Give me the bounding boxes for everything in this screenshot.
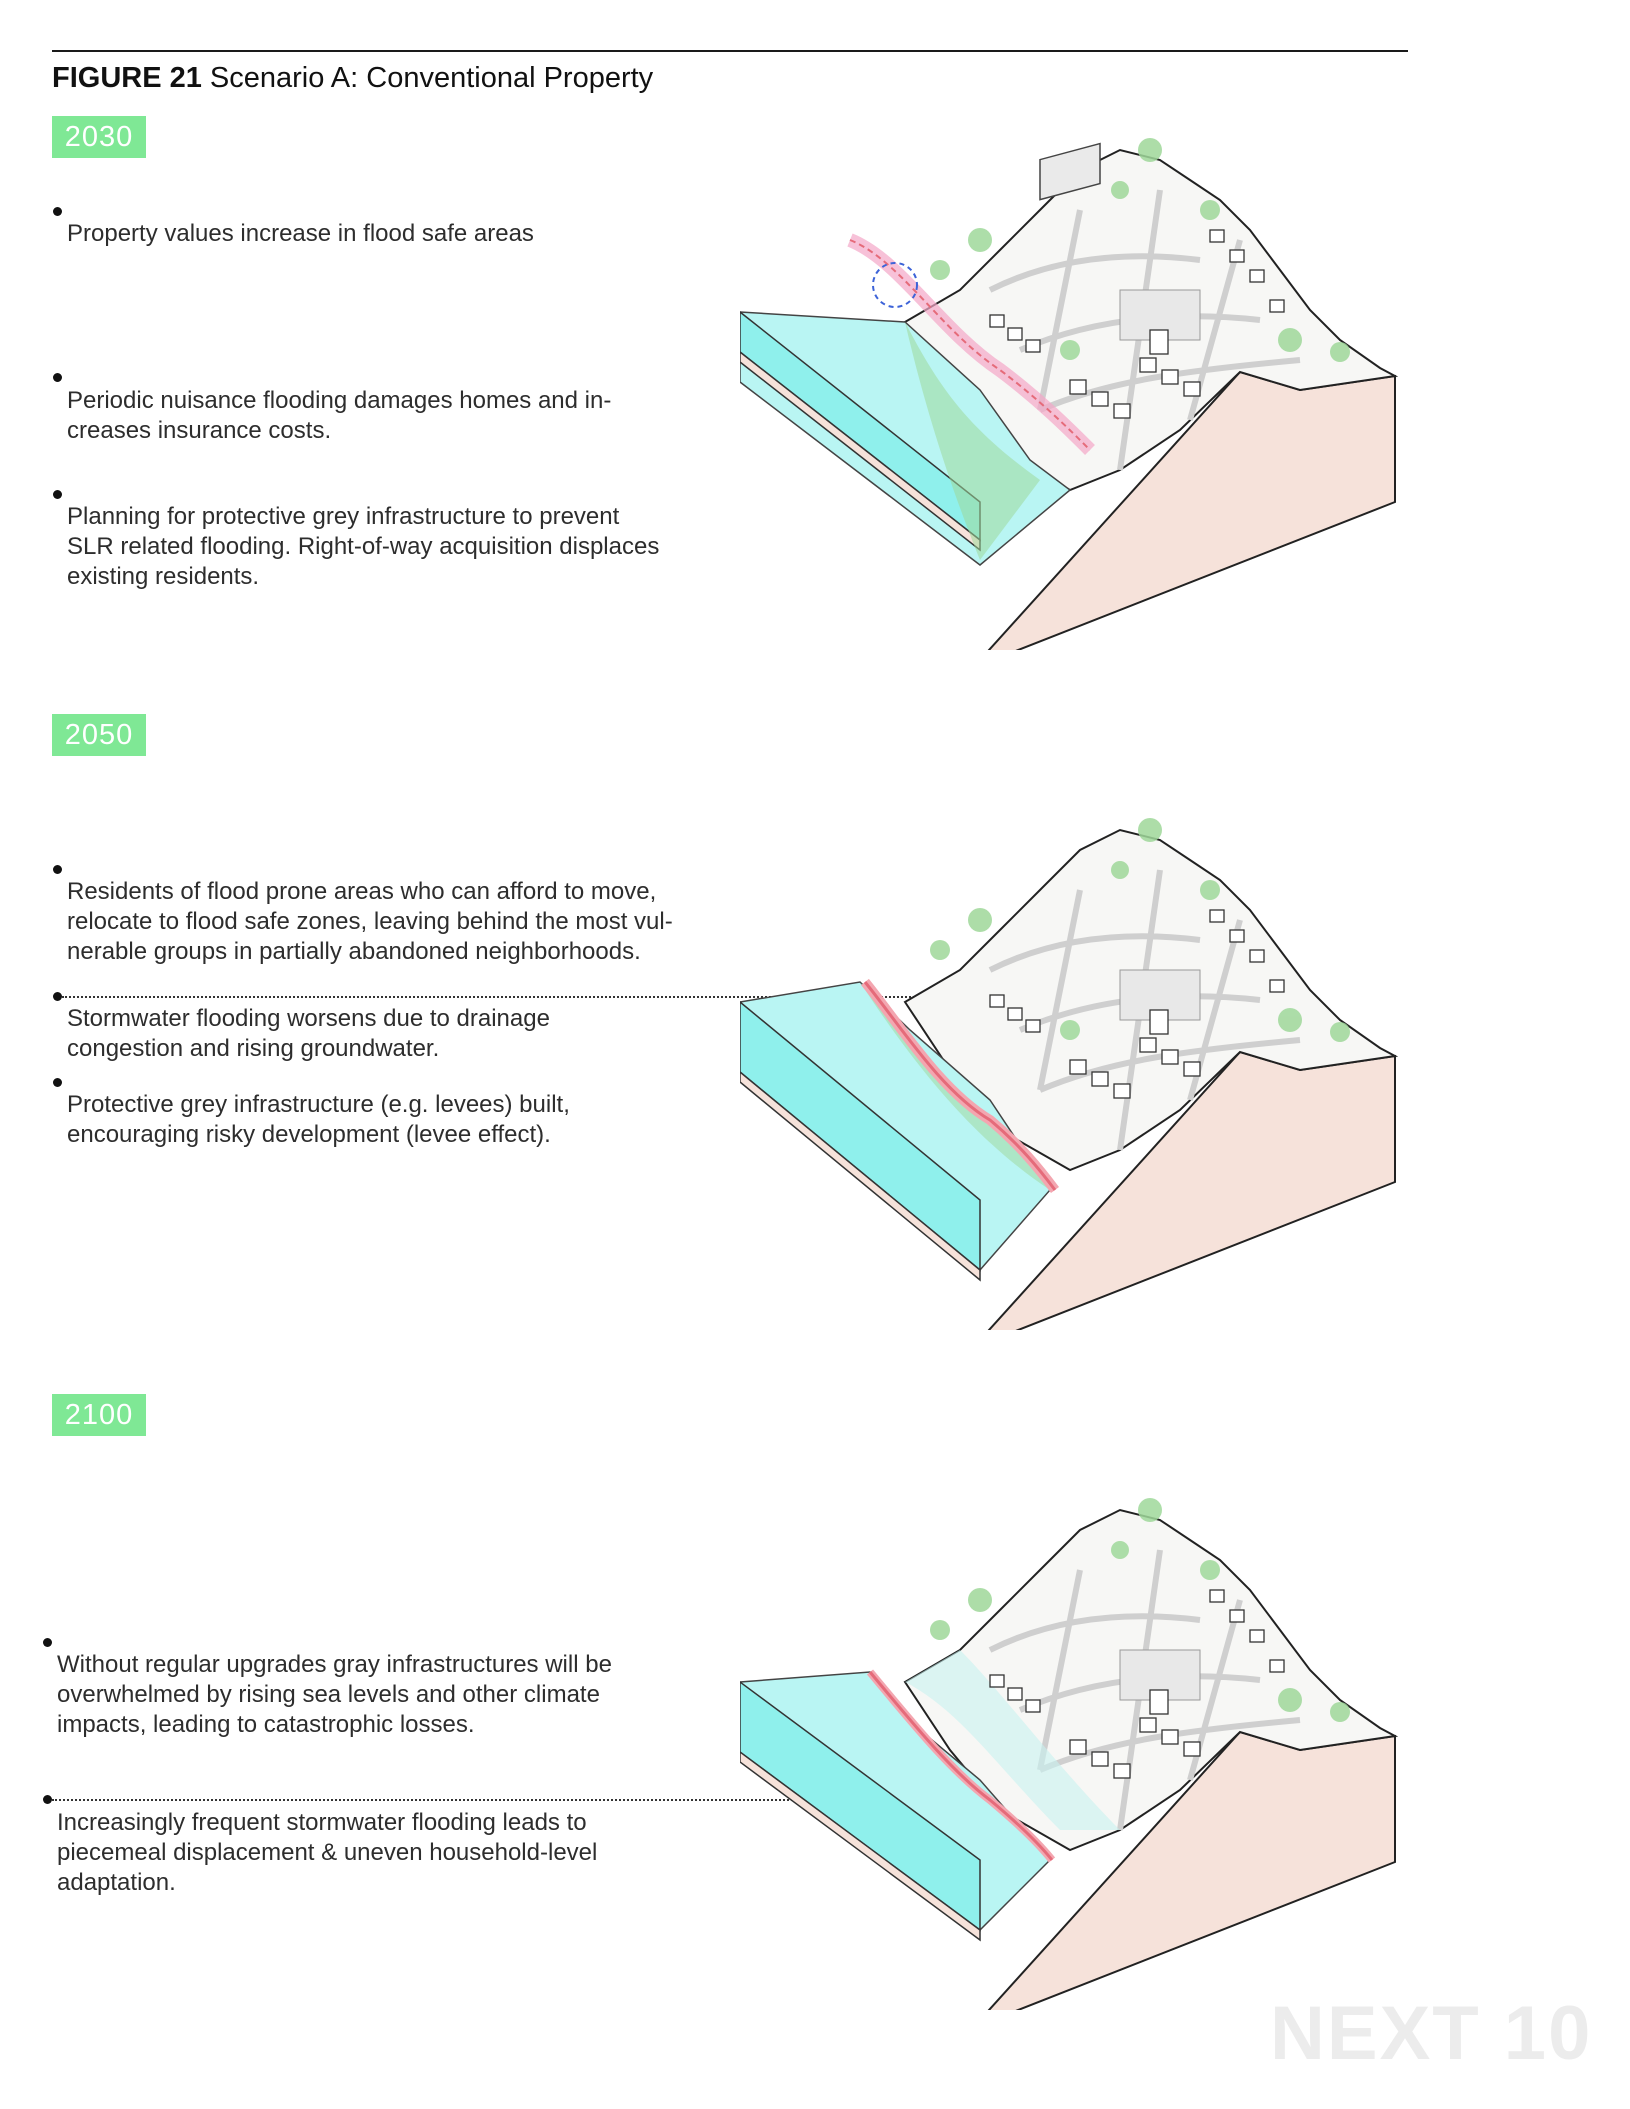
year-badge-2100: 2100 [52,1394,146,1436]
watermark-logo: NEXT 10 [1270,1991,1593,2076]
note-2050-2: Stormwater flooding worsens due to drain… [67,1005,550,1062]
bullet-dot [43,1795,52,1804]
top-rule [52,50,1408,52]
bullet-dot [53,490,62,499]
trees [930,1498,1350,1722]
earth-front [740,1751,981,1942]
trees [930,818,1350,1042]
flooded-area [905,1650,1120,1830]
note-2050-3: Protective grey infrastructure (e.g. lev… [67,1091,570,1148]
planned-levee-line [849,239,1091,451]
bullet-dot [43,1638,52,1647]
wetland [905,322,1040,560]
bullet-dot [53,1078,62,1087]
wetland [860,982,1050,1190]
bullet-dot [53,865,62,874]
figure-label: FIGURE 21 [52,62,202,94]
houses [989,1589,1285,1779]
flood-marker [872,262,918,308]
year-badge-2030: 2030 [52,116,146,158]
note-2030-2: Periodic nuisance flooding damages homes… [67,387,612,444]
diagram-2030 [740,138,1399,650]
bullet-dot [53,373,62,382]
building [1039,142,1101,201]
block [1119,289,1201,341]
note-2030-3: Planning for protective grey infrastruct… [67,503,660,590]
bullet-dot [53,207,62,216]
earth-front [740,1071,981,1282]
houses [989,909,1285,1099]
note-2100-2: Increasingly frequent stormwater floodin… [57,1809,598,1896]
figure-caption: Scenario A: Conventional Property [209,62,654,94]
levee-line [863,981,1057,1191]
diagram-2050 [740,818,1399,1330]
bullet-dot [53,992,62,1001]
leader-line [62,996,942,998]
levee-line [868,1671,1054,1861]
leader-line [52,1799,1092,1801]
note-2030-1: Property values increase in flood safe a… [67,220,534,247]
houses [989,229,1285,419]
year-badge-2050: 2050 [52,714,146,756]
diagram-2100 [740,1498,1399,2010]
trees [930,138,1350,362]
note-2100-1: Without regular upgrades gray infrastruc… [57,1651,612,1738]
note-2050-1: Residents of flood prone areas who can a… [67,878,673,965]
